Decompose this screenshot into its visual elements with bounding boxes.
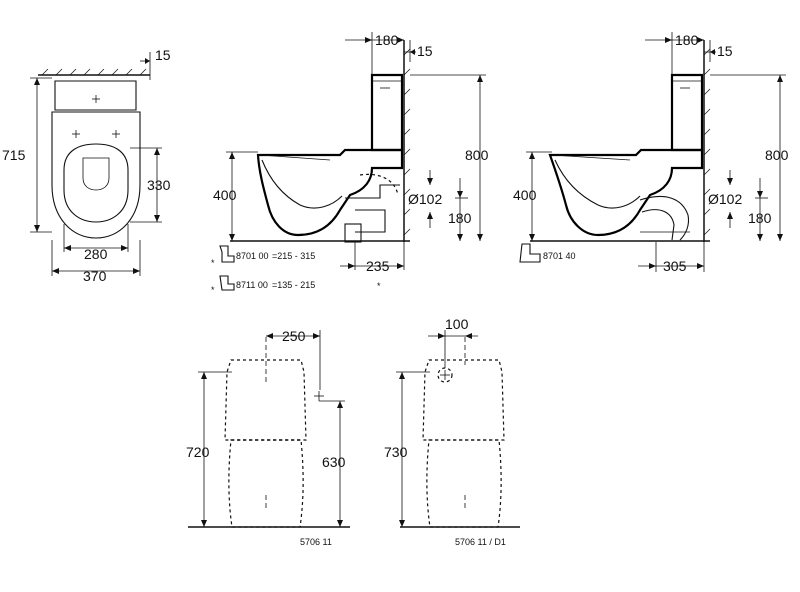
front-view: 250 720 630 5706 11	[186, 328, 350, 547]
dim-720-marker: 720	[186, 371, 232, 527]
dim-400-marker: 400	[213, 151, 258, 241]
side-view-p-trap: 180 15 800 400 Ø	[211, 32, 489, 295]
dim-width-label: 100	[445, 316, 469, 332]
dim-seat-label: 400	[213, 187, 237, 203]
dim-100-marker: 100	[428, 316, 478, 368]
dim-180-marker: 180	[345, 32, 404, 74]
dim-15-marker: 15	[704, 40, 733, 62]
part-2-number: 8711 00	[236, 280, 268, 290]
dim-depth-label: 715	[2, 147, 26, 163]
dim-wall-gap-label: 15	[417, 43, 433, 59]
front-view-d1: 100 730 5706 11 / D1	[384, 316, 520, 547]
part-8701-00: * 8701 00 =215 - 315	[211, 245, 315, 268]
dim-180-marker: 180	[645, 32, 704, 74]
dim-370-marker: 370	[51, 240, 141, 284]
dim-outlet-height-label: 180	[448, 210, 472, 226]
dim-offset-label: 180	[375, 32, 399, 48]
dim-330-marker: 330	[130, 147, 171, 223]
dim-seat-label: 400	[513, 187, 537, 203]
dim-total-height-label: 730	[384, 444, 408, 460]
top-view: 15 715 330 280	[2, 47, 171, 284]
dim-800-marker: 800	[710, 74, 789, 241]
dim-400-marker: 400	[513, 151, 552, 241]
dim-wall-gap-label: 15	[717, 43, 733, 59]
dim-total-height-label: 720	[186, 444, 210, 460]
dim-pipe-label: Ø102	[708, 191, 742, 207]
dim-outlet-depth-label: 235	[366, 258, 390, 274]
dim-inner-width-label: 280	[84, 246, 108, 262]
dim-280-marker: 280	[63, 224, 129, 262]
model-label: 5706 11 / D1	[455, 537, 506, 547]
model-label: 5706 11	[300, 537, 332, 547]
part-number: 8701 40	[543, 251, 576, 261]
svg-text:*: *	[211, 258, 215, 268]
dim-250-marker: 250	[266, 328, 321, 390]
dim-305-marker: 305	[638, 242, 705, 274]
dim-pipe-marker: Ø102	[708, 170, 742, 228]
dim-outlet-depth-label: 305	[663, 258, 687, 274]
part-8711-00: * 8711 00 =135 - 215	[211, 275, 315, 295]
dim-height-label: 800	[465, 147, 489, 163]
dim-height-label: 800	[765, 147, 789, 163]
dim-inlet-height-label: 630	[322, 454, 346, 470]
dim-730-marker: 730	[384, 371, 430, 527]
dim-outlet-height-marker: 180	[448, 178, 472, 241]
svg-text:*: *	[211, 285, 215, 295]
dim-outlet-height-label: 180	[748, 210, 772, 226]
dim-630-marker: 630	[319, 400, 346, 527]
dim-width-label: 250	[282, 328, 306, 344]
part-8701-40: 8701 40	[519, 243, 576, 263]
dim-outlet-height-marker: 180	[748, 178, 772, 241]
dim-15-marker: 15	[404, 40, 433, 62]
dim-235-marker: 235 *	[340, 242, 405, 291]
dim-offset-label: 180	[675, 32, 699, 48]
dim-800-marker: 800	[410, 74, 489, 241]
dim-pipe-label: Ø102	[408, 191, 442, 207]
part-2-range: =135 - 215	[272, 280, 315, 290]
dim-width-label: 370	[83, 268, 107, 284]
dim-pipe-marker: Ø102	[408, 170, 442, 228]
dim-gap-label: 15	[155, 47, 171, 63]
dim-seat-height-label: 330	[147, 177, 171, 193]
dim-15-marker: 15	[140, 47, 171, 80]
part-1-range: =215 - 315	[272, 251, 315, 261]
dim-715-marker: 715	[2, 77, 52, 233]
asterisk-mark: *	[377, 281, 381, 291]
side-view-s-trap: 180 15 800 400 Ø102	[513, 32, 789, 274]
part-1-number: 8701 00	[236, 251, 269, 261]
